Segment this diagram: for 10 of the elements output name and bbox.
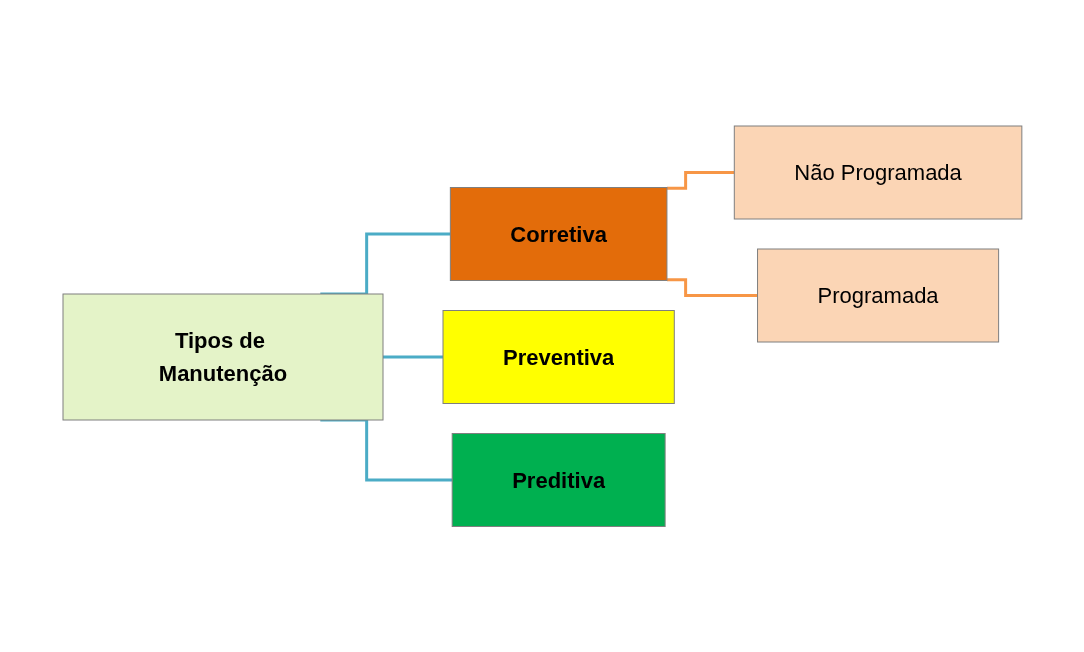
node-box: Tipos de Manutenção [62,293,384,421]
node-box: Preventiva [442,309,675,404]
node-box: Corretiva [449,186,667,281]
node-box: Programada [756,248,999,343]
connector [666,170,734,190]
connector [382,355,443,359]
node-box: Preditiva [451,432,666,527]
connector [319,418,452,482]
connector [666,278,758,297]
node-box: Não Programada [733,125,1022,220]
